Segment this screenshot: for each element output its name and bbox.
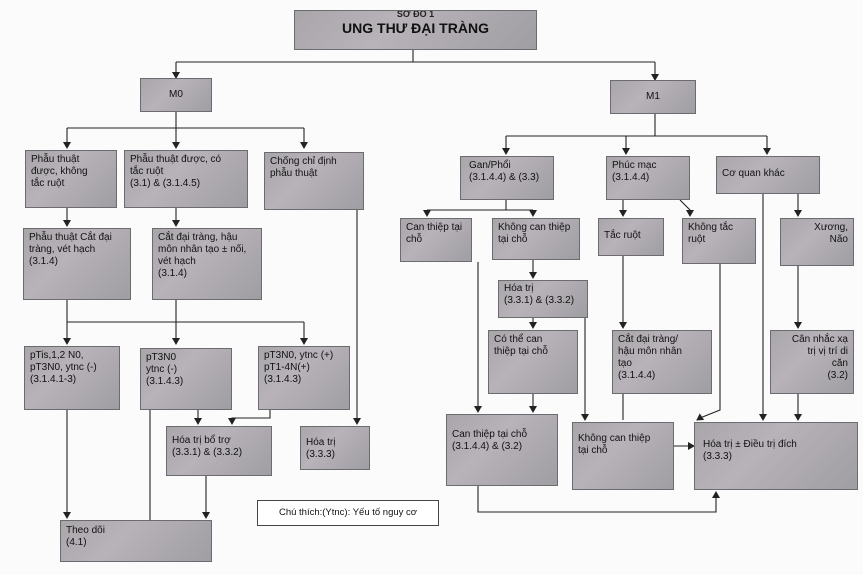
node-cat-dai-trang-right: Cắt đại tràng/ hậu môn nhân tạo (3.1.4.4… <box>612 330 712 394</box>
node-can-thiep: Can thiệp tại chỗ <box>400 218 472 262</box>
node-khong-can-thiep: Không can thiệp tại chỗ <box>492 218 580 260</box>
legend-note: Chú thích:(Ytnc): Yếu tố nguy cơ <box>257 500 439 526</box>
node-cat-hau-mon: Cắt đại tràng, hậu môn nhân tạo ± nối, v… <box>152 228 262 300</box>
node-m0: M0 <box>140 78 212 112</box>
node-chong-chi-dinh: Chống chỉ định phẫu thuật <box>264 152 364 210</box>
node-xuong-nao: Xương, Não <box>780 218 854 266</box>
node-tac-ruot: Tắc ruột <box>598 218 664 256</box>
node-ptis: pTis,1,2 N0, pT3N0, ytnc (-) (3.1.4.1-3) <box>24 346 120 410</box>
node-hoa-tri-left: Hóa trị (3.3.3) <box>300 426 370 470</box>
node-can-thiep-bottom: Can thiệp tại chỗ (3.1.4.4) & (3.2) <box>446 414 558 486</box>
diagram-title-line2: UNG THƯ ĐẠI TRÀNG <box>342 20 489 36</box>
node-pt-tac: Phẫu thuật được, có tắc ruột (3.1) & (3.… <box>124 150 248 208</box>
node-pt3n0-pos: pT3N0, ytnc (+) pT1-4N(+) (3.1.4.3) <box>258 346 350 410</box>
node-hoa-tri-bo-tro: Hóa trị bổ trợ (3.3.1) & (3.3.2) <box>166 426 272 476</box>
node-pt-khong-tac: Phẫu thuật được, không tắc ruột <box>25 150 117 208</box>
node-co-quan-khac: Cơ quan khác <box>716 156 820 194</box>
node-hoa-tri-dieu-tri: Hóa trị ± Điều trị đích (3.3.3) <box>694 422 858 490</box>
diagram-title: SƠ ĐỒ 1 UNG THƯ ĐẠI TRÀNG <box>294 10 537 50</box>
node-pt3n0-neg: pT3N0 ytnc (-) (3.1.4.3) <box>140 348 232 410</box>
node-m1: M1 <box>610 80 696 114</box>
node-pt-cat: Phẫu thuật Cắt đại tràng, vét hạch (3.1.… <box>23 228 131 300</box>
diagram-title-line1: SƠ ĐỒ 1 <box>396 10 435 19</box>
node-khong-can-thiep-bottom: Không can thiệp tại chỗ <box>572 422 674 490</box>
node-hoa-tri-right: Hóa trị (3.3.1) & (3.3.2) <box>498 280 588 318</box>
node-theo-doi: Theo dõi (4.1) <box>60 520 212 562</box>
node-phuc-mac: Phúc mạc (3.1.4.4) <box>606 156 690 200</box>
node-can-nhac: Cân nhắc xạ trị vị trí di căn (3.2) <box>770 330 854 394</box>
node-gan-phoi: Gan/Phổi (3.1.4.4) & (3.3) <box>460 156 554 200</box>
node-khong-tac-ruot: Không tắc ruột <box>682 218 756 264</box>
node-co-the: Có thể can thiệp tại chỗ <box>488 330 578 394</box>
